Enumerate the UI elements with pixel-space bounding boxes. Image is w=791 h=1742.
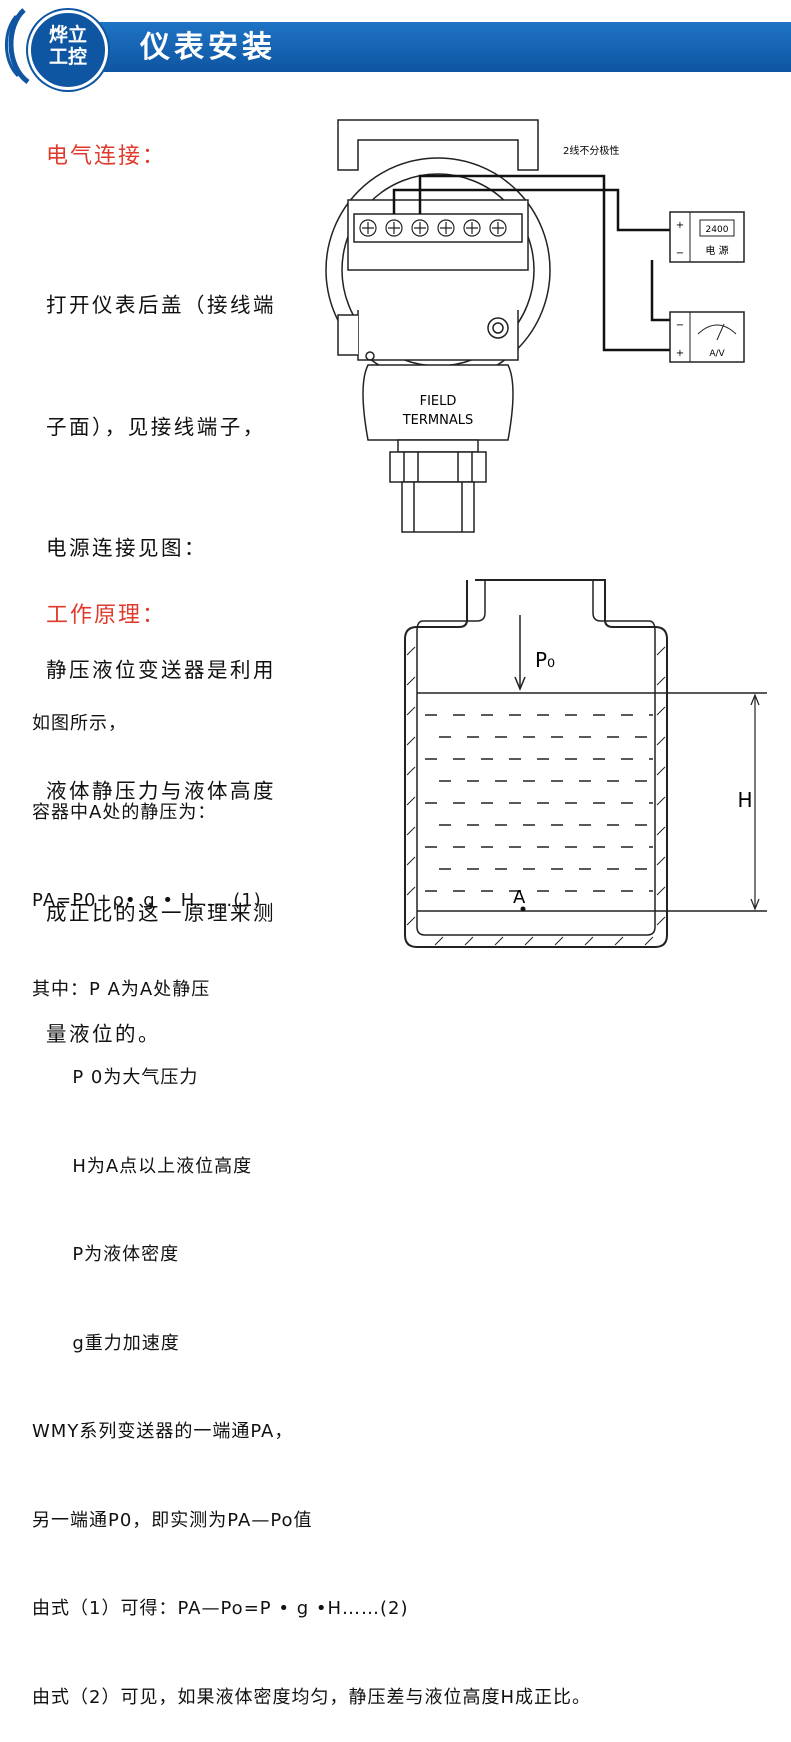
text-line: 另一端通P0，即实测为PA—Po值 (32, 1509, 313, 1531)
section-title-principle: 工作原理： (46, 603, 167, 628)
header-banner (40, 22, 791, 72)
section-title-electrical: 电气连接： (46, 144, 167, 169)
text-line: P为液体密度 (32, 1244, 180, 1265)
text-line: P 0为大气压力 (32, 1067, 199, 1088)
logo: 烨立 工控 (2, 6, 110, 90)
point-a-marker (520, 906, 526, 912)
logo-text-line2: 工控 (48, 46, 87, 68)
p0-label: P₀ (535, 648, 555, 672)
text-line: 量液位的。 (46, 1022, 161, 1046)
ammeter: A/V − + (669, 311, 745, 363)
text-line: 其中：P A为A处静压 (32, 978, 211, 1000)
housing-label-2: TERMNALS (402, 413, 474, 428)
wiring-diagram: 2400 电 源 + − A/V − + 2线不分极性 FIELD TERMNA… (325, 119, 745, 533)
text-line: 液体静压力与液体高度 (46, 779, 276, 803)
text-line: 打开仪表后盖（接线端 (46, 293, 276, 317)
meter-label: A/V (709, 349, 725, 359)
page-header: 烨立 工控 仪表安装 (0, 0, 791, 90)
text-line: 如图所示， (32, 713, 127, 734)
text-line: 静压液位变送器是利用 (46, 657, 276, 682)
a-label: A (513, 887, 526, 908)
power-display: 2400 (706, 225, 729, 235)
housing-label-1: FIELD (420, 394, 457, 409)
page-title: 仪表安装 (140, 30, 276, 65)
terminal-screws (359, 219, 507, 237)
text-line: 由式（2）可见，如果液体密度均匀，静压差与液位高度H成正比。 (32, 1686, 591, 1708)
h-label: H (737, 788, 752, 812)
logo-swoosh-icon (4, 8, 30, 85)
power-supply: 2400 电 源 + − (669, 211, 745, 263)
logo-text-line1: 烨立 (48, 24, 87, 46)
meter-minus: − (676, 320, 684, 331)
text-line: 子面），见接线端子， (46, 414, 266, 439)
power-minus: − (676, 248, 684, 259)
text-line: 成正比的这一原理来测 (46, 900, 276, 925)
text-line: WMY系列变送器的一端通PA， (32, 1421, 294, 1442)
text-line: 容器中A处的静压为： (32, 801, 217, 823)
meter-plus: + (676, 348, 684, 359)
power-plus: + (676, 220, 684, 231)
text-line: H为A点以上液位高度 (32, 1155, 253, 1177)
electrical-description: 打开仪表后盖（接线端 子面），见接线端子， 电源连接见图： 静压液位变送器是利用… (46, 204, 276, 1095)
principle-description: 如图所示， 容器中A处的静压为： PA=P0+ρ• g • H……(1) 其中：… (32, 650, 591, 1742)
text-line: 电源连接见图： (46, 536, 207, 560)
text-line: PA=P0+ρ• g • H……(1) (32, 890, 262, 911)
text-line: 由式（1）可得：PA—Po=P • g •H……(2) (32, 1598, 409, 1619)
polarity-note: 2线不分极性 (563, 144, 619, 157)
power-label: 电 源 (705, 244, 728, 257)
logo-disc (28, 10, 108, 90)
text-line: g重力加速度 (32, 1332, 180, 1354)
tank-diagram: P₀ H A (404, 579, 767, 948)
